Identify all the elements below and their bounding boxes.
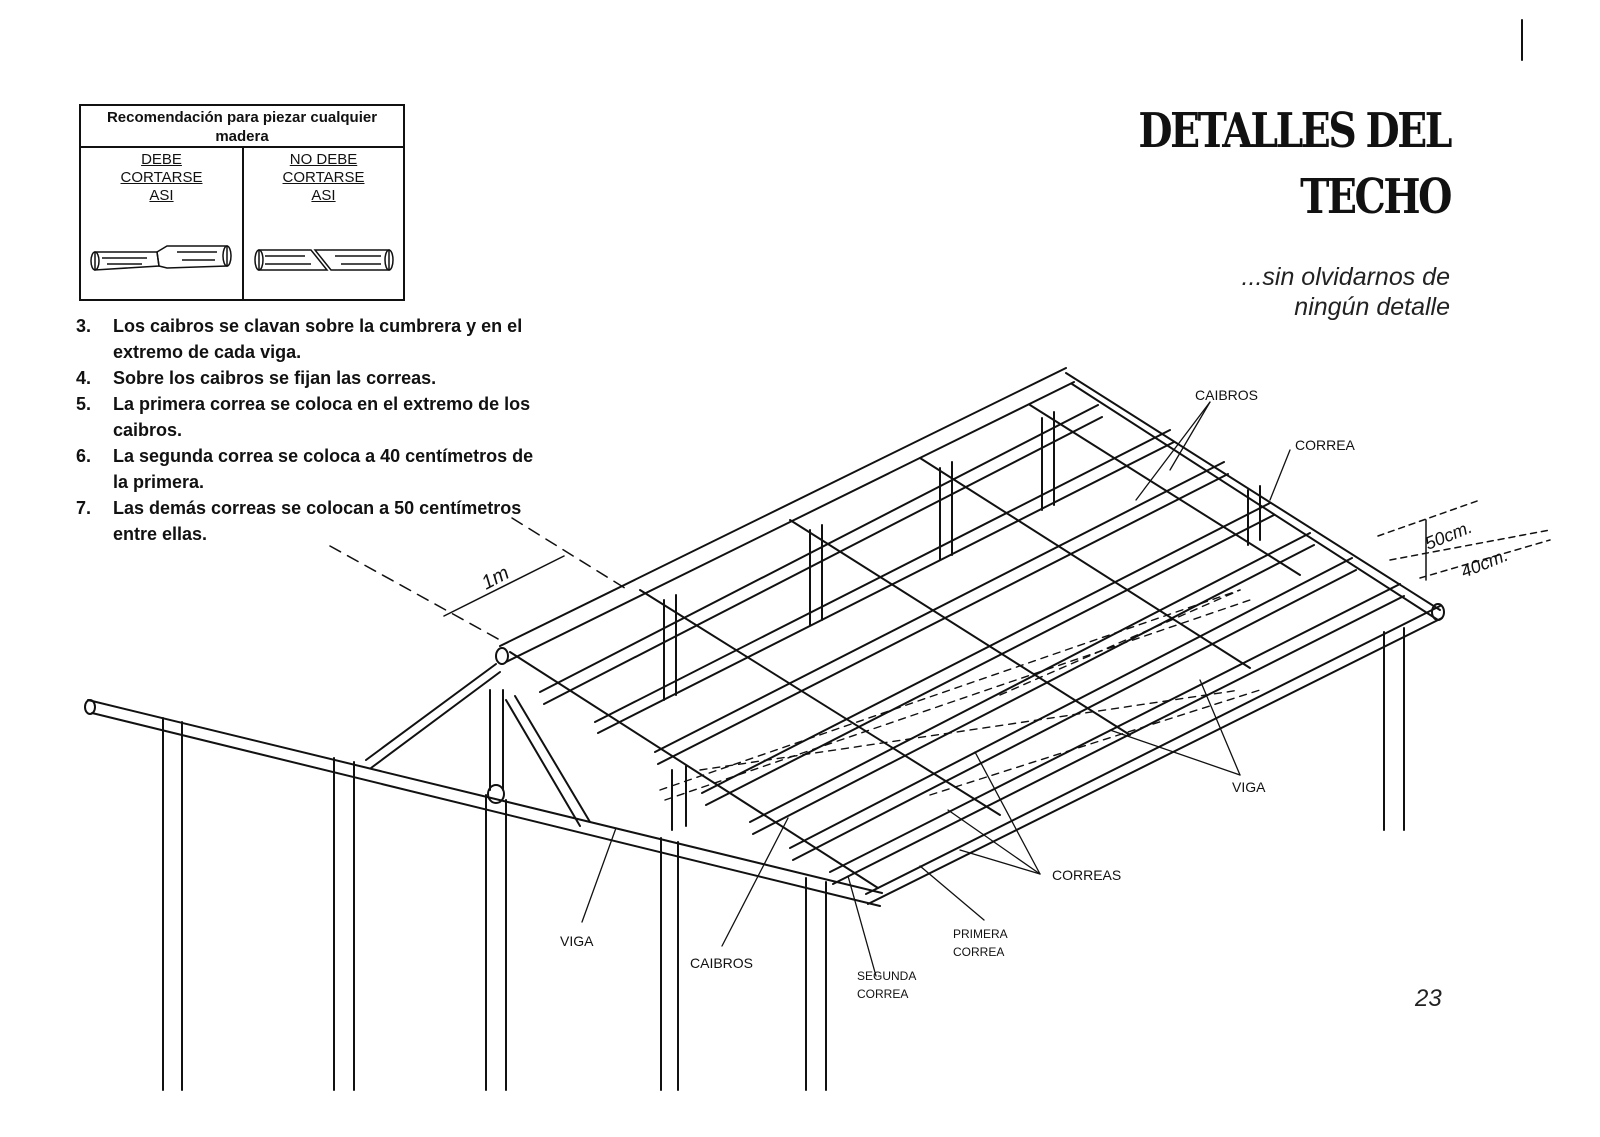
label-segunda-correa: CORREA xyxy=(857,987,908,1001)
cutting-recommendation-box: Recomendación para piezar cualquier made… xyxy=(79,104,405,301)
step-text: Los caibros se clavan sobre la cumbrera … xyxy=(113,316,523,362)
step-number: 5. xyxy=(76,394,92,414)
recommendation-title: Recomendación para piezar cualquier made… xyxy=(81,106,403,148)
step-number: 7. xyxy=(76,498,92,518)
step-number: 6. xyxy=(76,446,92,466)
step-number: 3. xyxy=(76,316,92,336)
correct-cut-log-icon xyxy=(90,245,232,271)
step-text: La segunda correa se coloca a 40 centíme… xyxy=(113,446,534,492)
rafters xyxy=(509,372,1441,889)
leader-lines xyxy=(581,401,1291,977)
label-segunda: SEGUNDA xyxy=(857,969,916,983)
wall-beam-left xyxy=(84,699,883,907)
purlins xyxy=(539,404,1445,905)
ridge-beam xyxy=(365,367,1075,827)
instruction-steps: 3. Los caibros se clavan sobre la cumbrer… xyxy=(76,313,536,547)
incorrect-cut-label: NO DEBE CORTARSE ASI xyxy=(282,151,365,204)
label-correa-top: CORREA xyxy=(1295,437,1356,453)
hidden-lines xyxy=(659,589,1261,801)
label-caibros-top: CAIBROS xyxy=(1195,387,1258,403)
label-viga-bottom: VIGA xyxy=(560,933,594,949)
dimension-50cm: 50cm. xyxy=(1422,517,1475,554)
label-caibros-bottom: CAIBROS xyxy=(690,955,753,971)
step-text: Sobre los caibros se fijan las correas. xyxy=(113,368,437,388)
dimension-1m: 1m xyxy=(478,562,513,594)
page-number: 23 xyxy=(1415,985,1442,1012)
dimension-40cm: 40cm. xyxy=(1458,545,1511,582)
label-correas: CORREAS xyxy=(1052,867,1121,883)
step-text: Las demás correas se colocan a 50 centím… xyxy=(113,498,522,544)
posts xyxy=(162,19,1523,1091)
label-primera-correa: CORREA xyxy=(953,945,1004,959)
page-title-line-1: DETALLES DEL xyxy=(1138,103,1452,159)
incorrect-cut-log-icon xyxy=(254,249,394,271)
page-subtitle: ...sin olvidarnos de ningún detalle xyxy=(1241,263,1450,321)
page-title-line-2: TECHO xyxy=(1300,169,1452,225)
correct-cut-label: DEBE CORTARSE ASI xyxy=(120,151,203,204)
label-primera: PRIMERA xyxy=(953,927,1008,941)
step-item: 5. La primera correa se coloca en el extr… xyxy=(76,391,536,443)
step-number: 4. xyxy=(76,368,92,388)
step-item: 7. Las demás correas se colocan a 50 cent… xyxy=(76,495,536,547)
page-title: DETALLES DEL TECHO xyxy=(1138,98,1452,230)
dimension-lines xyxy=(329,499,1551,641)
step-item: 3. Los caibros se clavan sobre la cumbrer… xyxy=(76,313,536,365)
incorrect-cut-column: NO DEBE CORTARSE ASI xyxy=(243,148,404,299)
label-viga-right: VIGA xyxy=(1232,779,1266,795)
correct-cut-column: DEBE CORTARSE ASI xyxy=(81,148,244,299)
step-text: La primera correa se coloca en el extrem… xyxy=(113,394,531,440)
step-item: 4. Sobre los caibros se fijan las correas… xyxy=(76,365,536,391)
step-item: 6. La segunda correa se coloca a 40 centí… xyxy=(76,443,536,495)
